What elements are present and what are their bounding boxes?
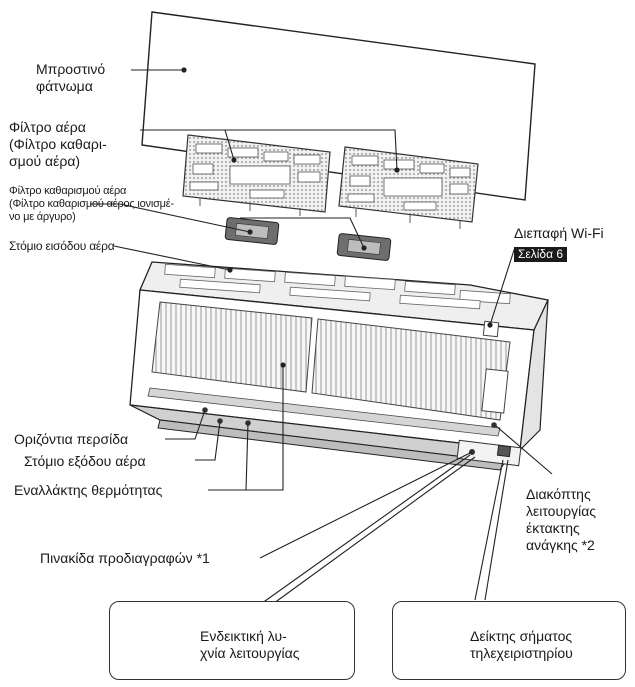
label-air-filter: Φίλτρο αέρα(Φίλτρο καθαρι-σμού αέρα) <box>9 119 107 169</box>
label-spec-plate: Πινακίδα προδιαγραφών *1 <box>40 550 210 566</box>
label-operation-lamp: Ενδεικτική λυ-χνία λειτουργίας <box>200 628 300 661</box>
operation-lamp-callout <box>109 601 355 680</box>
label-air-intake: Στόμιο εισόδου αέρα <box>9 239 115 253</box>
indoor-unit-body <box>129 261 549 471</box>
label-air-outlet: Στόμιο εξόδου αέρα <box>24 453 146 469</box>
label-horizontal-louver: Οριζόντια περσίδα <box>14 431 129 447</box>
label-wifi-interface: Διεπαφή Wi-Fi <box>514 225 604 241</box>
label-purifying-filter: Φίλτρο καθαρισμού αέρα(Φίλτρο καθαρισμού… <box>9 185 174 223</box>
label-heat-exchanger: Εναλλάκτης θερμότητας <box>14 482 163 498</box>
leader-lines <box>90 67 553 607</box>
wifi-page-reference: Σελίδα 6 <box>514 247 568 262</box>
air-filter-right <box>338 146 479 229</box>
air-filter-left <box>182 134 331 216</box>
remote-receiver-callout <box>392 601 626 680</box>
